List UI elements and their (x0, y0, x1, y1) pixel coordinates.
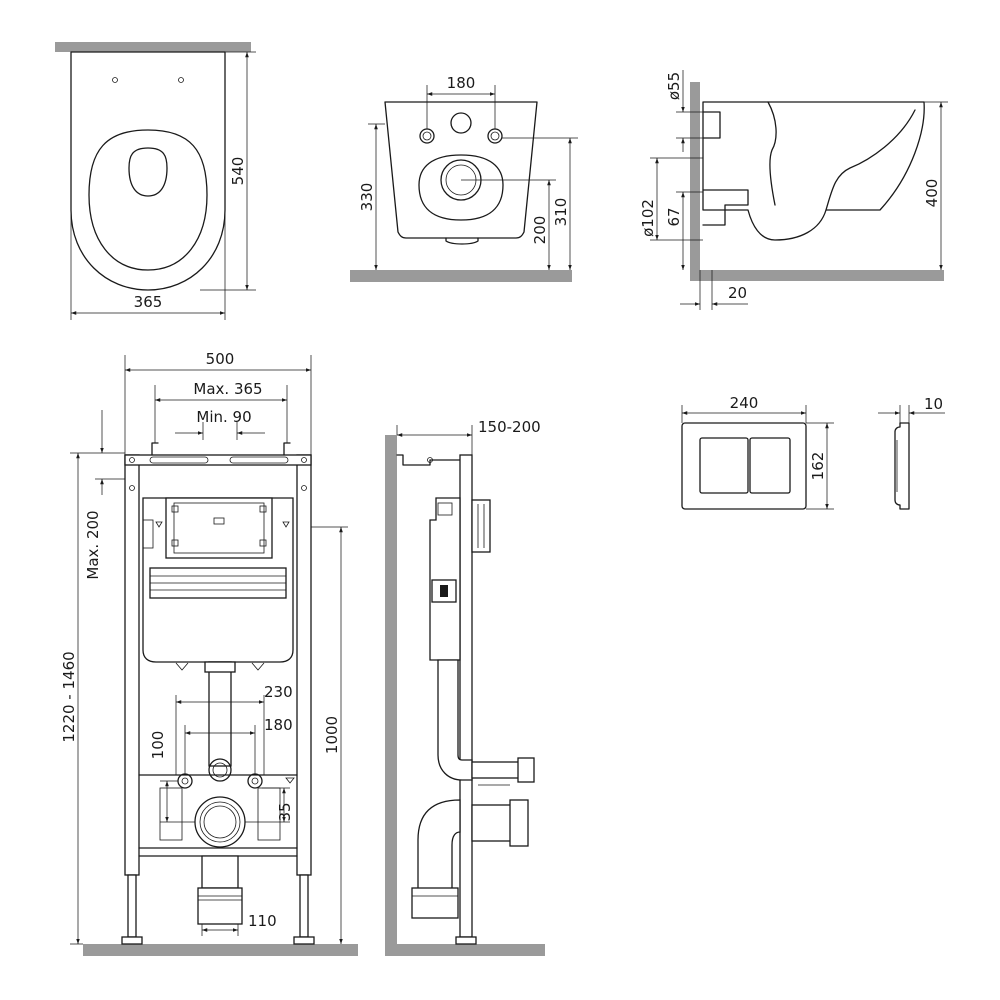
dim-anchor-adjust: Max. 200 (84, 510, 102, 579)
bowl-side-outline (702, 101, 925, 241)
frame-leg-right (299, 874, 309, 938)
dim-outlet-offset: 67 (665, 207, 683, 226)
wall-bracket (396, 454, 461, 466)
flush-plate-side-outline (894, 422, 910, 510)
frame-upright-left (124, 454, 140, 876)
bowl-front-view: 180 330 200 310 (350, 74, 578, 282)
dim-outlet-diameter: ø102 (639, 199, 657, 237)
bowl-front-outline (384, 101, 538, 239)
frame-side-view: 150-200 (385, 418, 545, 956)
dim-total-height: 1220 - 1460 (60, 651, 78, 742)
flush-mount-side (471, 499, 491, 553)
dim-bowl-length: 540 (229, 157, 247, 186)
dim-bolt-spacing-outer: 230 (264, 683, 293, 701)
dim-frame-width: 500 (206, 350, 235, 368)
flush-button-right (749, 437, 791, 494)
flush-button-left (699, 437, 749, 494)
outlet-spigot (702, 189, 749, 226)
dim-bowl-height: 330 (358, 183, 376, 212)
fixing-hole-right (178, 77, 184, 83)
bowl-inner-curve (767, 101, 777, 206)
dim-plate-depth: 10 (924, 395, 943, 413)
dim-plate-width: 240 (730, 394, 759, 412)
bowl-top-view: 540 365 (55, 42, 256, 320)
dim-outlet-offset-frame: 35 (276, 802, 294, 821)
wall-hatch (55, 42, 251, 52)
dim-inlet-diameter: ø55 (665, 72, 683, 100)
dim-bowl-width: 365 (134, 293, 163, 311)
outlet-pipe-frame (194, 796, 246, 848)
frame-top-rail (124, 454, 312, 466)
dim-bolt-height: 100 (149, 731, 167, 760)
dim-plate-height: 162 (809, 452, 827, 481)
drain-pipe (201, 855, 239, 889)
seat-opening (128, 147, 168, 197)
frame-side-upright (459, 454, 473, 938)
outlet-connector-side (471, 804, 513, 842)
bowl-foot (445, 237, 479, 245)
outlet-shroud (418, 154, 504, 221)
dim-max-anchor-spacing: Max. 365 (193, 380, 262, 398)
floor-hatch (350, 270, 572, 282)
rim-curve (825, 109, 916, 211)
dim-min-anchor-spacing: Min. 90 (196, 408, 251, 426)
floor-hatch-frame-side (385, 944, 545, 956)
dim-bowl-side-height: 400 (923, 179, 941, 208)
flush-pipe-end (208, 758, 232, 782)
mount-bolt-frame-left (177, 773, 193, 789)
flush-pipe (208, 661, 232, 767)
dim-bolt-spacing-inner: 180 (264, 716, 293, 734)
flush-pipe-side (437, 659, 473, 781)
fixing-hole-left (112, 77, 118, 83)
cistern-side (429, 497, 461, 661)
dim-wall-gap: 20 (728, 284, 747, 302)
seat-outline (88, 129, 208, 271)
frame-upright-right (296, 454, 312, 876)
flush-plate-front-view: 240 162 (681, 394, 834, 510)
connector-pipe-top (471, 761, 521, 779)
bowl-side-view: ø55 ø102 67 400 20 (639, 70, 948, 310)
mount-bolt-frame-right (247, 773, 263, 789)
dim-drain-width: 110 (248, 912, 277, 930)
flush-opening (165, 497, 273, 559)
frame-leg-left (127, 874, 137, 938)
dim-frame-height: 1000 (323, 716, 341, 754)
mount-bolt-left (419, 128, 435, 144)
drain-bend-side (417, 799, 461, 891)
wall-hatch-side (690, 82, 700, 270)
water-inlet (450, 112, 472, 134)
wall-hatch-frame-side (385, 435, 397, 944)
mount-bolt-right (487, 128, 503, 144)
floor-hatch-frame (83, 944, 358, 956)
dim-outlet-height: 200 (531, 216, 549, 245)
floor-hatch-side (690, 270, 944, 281)
bowl-outline (70, 51, 226, 291)
frame-front-view: 500 Max. 365 Min. 90 Max. 200 1220 - 146… (60, 350, 358, 956)
dim-mount-height: 310 (552, 198, 570, 227)
inlet-spigot (702, 111, 721, 139)
flush-plate-side-view: 10 (878, 395, 945, 510)
dim-wall-distance: 150-200 (478, 418, 541, 436)
flush-plate-outline (681, 422, 807, 510)
dim-mount-spacing: 180 (447, 74, 476, 92)
